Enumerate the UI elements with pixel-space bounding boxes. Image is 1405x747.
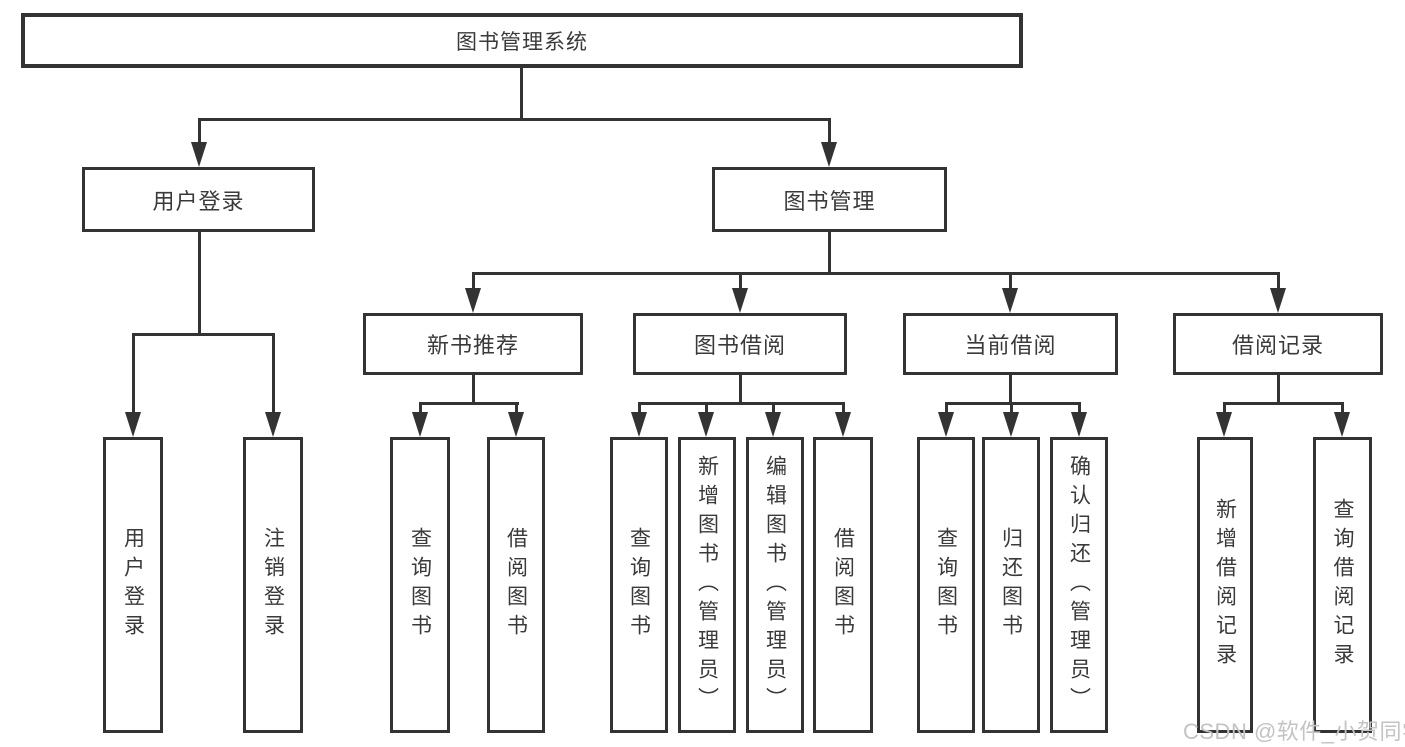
connector-line: [1223, 402, 1226, 414]
connector-arrowhead: [1071, 412, 1087, 437]
connector-arrowhead: [821, 142, 837, 167]
node-book-management-label: 图书管理: [783, 188, 876, 214]
connector-line: [515, 402, 518, 414]
connector-line: [638, 402, 641, 414]
connector-line: [945, 402, 1081, 405]
connector-line: [638, 402, 845, 405]
leaf-add-book-admin-label: 新增图书（管理员）: [695, 454, 719, 716]
leaf-query-book-3: 查询图书: [917, 437, 975, 733]
node-borrow-record: 借阅记录: [1173, 313, 1383, 375]
connector-arrowhead: [1002, 288, 1018, 313]
connector-arrowhead: [412, 412, 428, 437]
connector-line: [272, 333, 275, 413]
leaf-return-book: 归还图书: [982, 437, 1040, 733]
connector-line: [828, 118, 831, 143]
leaf-return-book-label: 归还图书: [999, 527, 1023, 643]
leaf-query-book-3-label: 查询图书: [934, 527, 958, 643]
leaf-borrow-book-1-label: 借阅图书: [504, 527, 528, 643]
connector-arrowhead: [698, 412, 714, 437]
leaf-add-book-admin: 新增图书（管理员）: [678, 437, 736, 733]
node-book-borrow-label: 图书借阅: [693, 333, 786, 358]
leaf-logout-label: 注销登录: [261, 527, 285, 643]
connector-arrowhead: [508, 412, 524, 437]
connector-line: [945, 402, 948, 414]
connector-arrowhead: [265, 412, 281, 437]
leaf-query-book-2: 查询图书: [610, 437, 668, 733]
connector-line: [739, 375, 742, 405]
connector-line: [1277, 375, 1280, 405]
connector-line: [198, 118, 831, 121]
connector-arrowhead: [835, 412, 851, 437]
connector-line: [1010, 402, 1013, 414]
connector-line: [520, 68, 523, 118]
node-book-management: 图书管理: [712, 167, 947, 232]
connector-arrowhead: [1216, 412, 1232, 437]
connector-arrowhead: [1334, 412, 1350, 437]
connector-line: [1277, 272, 1280, 290]
connector-arrowhead: [1270, 288, 1286, 313]
connector-arrowhead: [1003, 412, 1019, 437]
connector-line: [198, 232, 201, 336]
leaf-add-borrow-record: 新增借阅记录: [1197, 437, 1253, 733]
node-borrow-record-label: 借阅记录: [1231, 333, 1324, 358]
connector-arrowhead: [938, 412, 954, 437]
connector-line: [1223, 402, 1344, 405]
connector-line: [1078, 402, 1081, 414]
connector-arrowhead: [732, 288, 748, 313]
connector-line: [419, 402, 422, 414]
connector-line: [739, 272, 742, 290]
leaf-user-login: 用户登录: [103, 437, 163, 733]
leaf-query-book-2-label: 查询图书: [627, 527, 651, 643]
connector-arrowhead: [465, 288, 481, 313]
node-user-login: 用户登录: [82, 167, 315, 232]
connector-arrowhead: [765, 412, 781, 437]
node-new-book-recommend: 新书推荐: [363, 313, 583, 375]
node-current-borrow-label: 当前借阅: [964, 333, 1057, 358]
leaf-user-login-label: 用户登录: [121, 527, 145, 643]
leaf-edit-book-admin-label: 编辑图书（管理员）: [763, 454, 787, 716]
leaf-edit-book-admin: 编辑图书（管理员）: [746, 437, 804, 733]
connector-line: [705, 402, 708, 414]
connector-arrowhead: [631, 412, 647, 437]
leaf-query-book-1: 查询图书: [390, 437, 450, 733]
connector-line: [132, 333, 135, 413]
connector-line: [1009, 272, 1012, 290]
node-root-label: 图书管理系统: [456, 30, 588, 54]
leaf-confirm-return-admin: 确认归还（管理员）: [1050, 437, 1108, 733]
node-root: 图书管理系统: [21, 13, 1023, 68]
connector-line: [198, 118, 201, 143]
leaf-confirm-return-admin-label: 确认归还（管理员）: [1067, 454, 1091, 716]
connector-line: [1009, 375, 1012, 405]
connector-line: [828, 232, 831, 275]
leaf-query-book-1-label: 查询图书: [408, 527, 432, 643]
leaf-query-borrow-record: 查询借阅记录: [1313, 437, 1372, 733]
csdn-watermark: CSDN @软件_小贺同学: [1183, 719, 1405, 744]
leaf-borrow-book-1: 借阅图书: [487, 437, 545, 733]
node-new-book-recommend-label: 新书推荐: [426, 333, 519, 358]
connector-line: [472, 272, 1280, 275]
connector-line: [1341, 402, 1344, 414]
connector-line: [419, 402, 519, 405]
connector-arrowhead: [125, 412, 141, 437]
node-book-borrow: 图书借阅: [633, 313, 847, 375]
connector-line: [132, 333, 274, 336]
connector-arrowhead: [191, 142, 207, 167]
leaf-borrow-book-2-label: 借阅图书: [831, 527, 855, 643]
leaf-query-borrow-record-label: 查询借阅记录: [1331, 498, 1354, 672]
node-current-borrow: 当前借阅: [903, 313, 1118, 375]
connector-line: [772, 402, 775, 414]
connector-line: [842, 402, 845, 414]
node-user-login-label: 用户登录: [152, 188, 245, 214]
leaf-borrow-book-2: 借阅图书: [813, 437, 873, 733]
connector-line: [472, 375, 475, 405]
connector-line: [472, 272, 475, 290]
leaf-logout: 注销登录: [243, 437, 303, 733]
leaf-add-borrow-record-label: 新增借阅记录: [1213, 498, 1237, 672]
